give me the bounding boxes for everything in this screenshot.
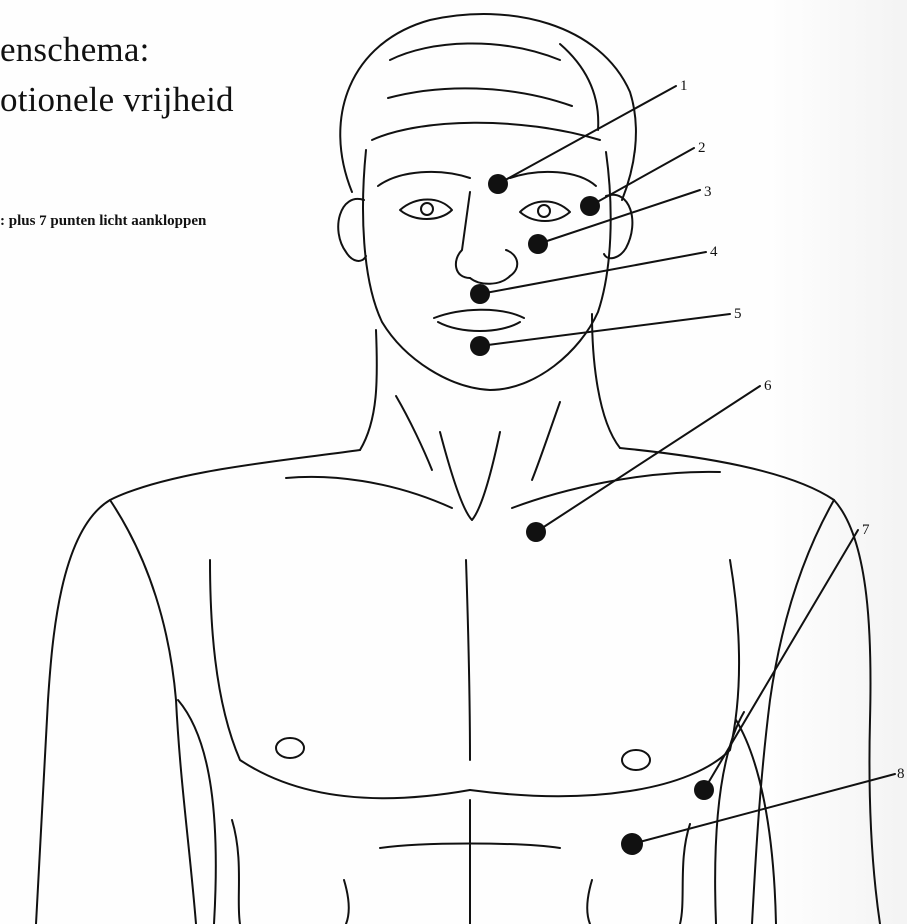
point-6: 6 [526, 378, 772, 542]
hair-strand [372, 123, 600, 140]
right-abs-edge [680, 824, 690, 924]
right-pupil [538, 205, 550, 217]
hair-strand [388, 88, 572, 106]
point-4: 4 [470, 244, 718, 304]
lower-lip [438, 322, 520, 331]
point-label-1: 1 [680, 78, 688, 94]
point-label-4: 4 [710, 244, 718, 260]
hair-strand [560, 44, 598, 130]
left-inner-arm [178, 700, 216, 924]
nose-base [470, 250, 517, 284]
point-label-2: 2 [698, 140, 706, 156]
left-shoulder [36, 450, 360, 924]
right-arm-detail [736, 720, 776, 924]
right-clavicle [512, 472, 720, 508]
left-eyebrow [378, 172, 470, 186]
upper-lip [434, 310, 524, 318]
neck-right [592, 314, 620, 448]
right-nipple [622, 750, 650, 770]
point-label-6: 6 [764, 378, 772, 394]
left-nipple [276, 738, 304, 758]
neck-tendon [532, 402, 560, 480]
hair-outline [340, 14, 636, 200]
neck-left [360, 330, 377, 450]
left-ear [338, 199, 366, 261]
neck-tendon [396, 396, 432, 470]
hair-strand [390, 43, 560, 60]
left-clavicle [286, 477, 452, 508]
point-label-8: 8 [897, 766, 905, 782]
right-shoulder [620, 448, 880, 924]
point-label-3: 3 [704, 184, 712, 200]
right-deltoid [752, 500, 834, 924]
point-8: 8 [621, 766, 905, 855]
left-deltoid [110, 500, 196, 924]
nose [456, 192, 470, 278]
point-label-5: 5 [734, 306, 742, 322]
point-label-7: 7 [862, 522, 870, 538]
abs-line [587, 880, 592, 924]
left-abs-edge [232, 820, 240, 924]
left-pupil [421, 203, 433, 215]
right-pectoral [470, 560, 739, 796]
sternum-line [466, 560, 470, 760]
point-2: 2 [580, 140, 706, 216]
face-outline [363, 150, 611, 390]
right-eyebrow [510, 172, 596, 186]
abs-line [344, 880, 349, 924]
left-pectoral [210, 560, 470, 798]
right-ear [604, 195, 632, 258]
